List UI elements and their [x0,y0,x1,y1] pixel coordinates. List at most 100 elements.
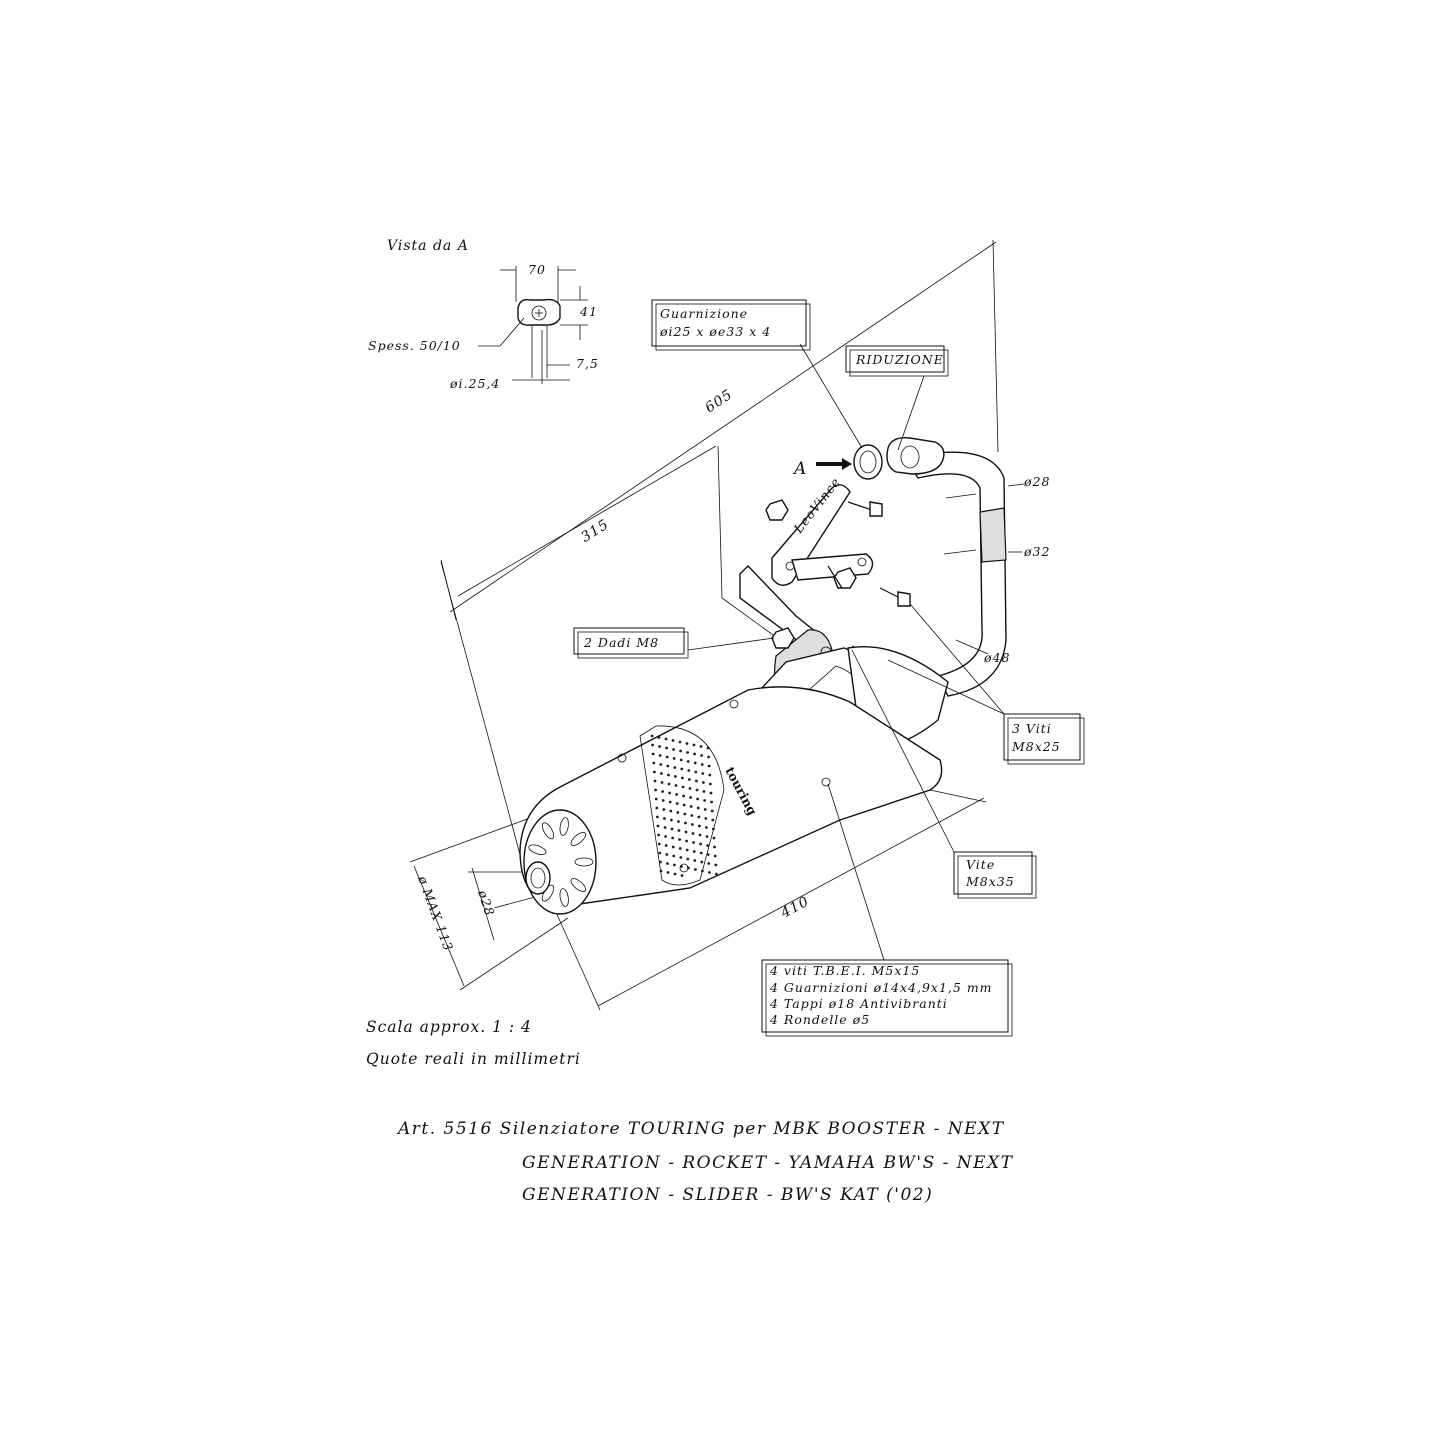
perforation-dot [705,835,709,838]
perforation-dot [715,872,718,876]
kit-item-2: 4 Guarnizioni ø14x4,9x1,5 mm [769,980,993,995]
perforation-dot [661,790,664,793]
perforation-dot [656,815,659,819]
nut-top [765,499,789,521]
perforation-dot [712,836,716,840]
perforation-dot [704,817,708,820]
perforation-dot [658,851,662,855]
kit-item-3: 4 Tappi ø18 Antivibranti [769,996,948,1011]
screws3-label-2: M8x25 [1011,739,1061,754]
perforation-dot [709,791,713,795]
perforation-dot [712,827,715,831]
reducer-flange [886,437,945,475]
caption-line-2: GENERATION - ROCKET - YAMAHA BW'S - NEXT [522,1153,1014,1173]
silencer: touring [519,646,949,915]
perforation-dot [686,760,690,763]
perforation-dot [706,844,709,847]
perforation-pattern [650,734,718,877]
perforation-dot [695,779,698,783]
perforation-dot [702,790,706,793]
perforation-dot [689,805,693,808]
perforation-dot [671,739,675,742]
view-a-detail: Vista da A 70 41 Spess. 50/10 7,5 øi.25,… [368,238,598,391]
perforation-dot [672,757,676,760]
vent-slot [528,844,547,855]
perforation-dot [673,872,677,876]
perforation-dot [709,782,712,786]
perforation-dot [678,847,682,850]
view-a-inner-diameter: øi.25,4 [449,376,500,391]
vent-slot [559,817,569,836]
arrow-a-label: A [792,459,808,479]
perforation-dot [699,851,703,855]
perforation-dot [706,853,710,856]
perforation-dot [679,749,682,753]
perforation-dot [657,736,661,739]
perforation-dot [650,734,654,738]
perforation-dot [661,799,665,802]
perforation-dot [681,776,684,780]
vent-slot [570,831,587,846]
kit-item-1: 4 viti T.B.E.I. M5x15 [769,963,920,978]
view-a-title: Vista da A [387,238,469,254]
perforation-dot [651,752,655,756]
caption-line-1: Art. 5516 Silenziatore TOURING per MBK B… [396,1119,1005,1139]
perforation-dot [684,830,688,834]
vent-slot [559,888,569,907]
perforation-dot [675,802,679,805]
screw-label-2: M8x35 [965,874,1015,889]
perforation-dot [692,850,696,853]
dim-410: 410 [777,893,812,922]
perforation-dot [662,808,666,811]
perforation-dot [701,869,704,873]
dim-315: 315 [578,516,612,545]
perforation-dot [656,824,660,828]
perforation-dot [685,742,689,745]
perforation-dot [676,811,680,814]
perforation-dot [692,743,696,747]
perforation-dot [692,841,695,844]
perforation-dot [657,842,661,846]
perforation-dot [683,812,687,816]
perforation-dot [681,785,685,789]
perforation-dot [678,838,681,841]
perforation-dot [666,871,670,874]
dim-605: 605 [702,386,736,416]
perforation-dot [690,814,694,817]
perforation-dot [693,761,697,765]
perforation-dot [698,833,702,837]
vent-slot [570,878,587,893]
perforation-dot [664,835,667,838]
gasket-ring [853,444,883,480]
perforation-dot [710,800,713,804]
perforation-dot [702,781,705,784]
perforation-dot [691,823,694,826]
notes: Scala approx. 1 : 4 Quote reali in milli… [366,1018,580,1068]
perforation-dot [672,748,675,751]
perforation-dot [671,845,675,849]
perforation-dot [707,862,711,865]
view-a-dim-width: 70 [528,262,546,277]
perforation-dot [689,796,692,799]
dim-pipe-28: ø28 [1023,474,1050,489]
perforation-dot [663,826,667,829]
perforation-dot [703,799,706,802]
perforation-dot [685,848,689,852]
perforation-dot [682,803,686,807]
perforation-dot [695,788,699,792]
perforation-dot [655,806,659,810]
perforation-dot [664,844,668,847]
perforation-dot [688,778,691,781]
perforation-dot [657,833,660,837]
perforation-dot [699,842,702,846]
perforation-dot [652,761,656,765]
perforation-dot [698,824,701,828]
perforation-dot [711,818,715,822]
perforation-dot [696,797,699,801]
kit-item-4: 4 Rondelle ø5 [769,1012,870,1027]
perforation-dot [682,794,685,798]
perforation-dot [708,871,711,874]
perforation-dot [707,755,710,759]
perforation-dot [666,764,670,768]
